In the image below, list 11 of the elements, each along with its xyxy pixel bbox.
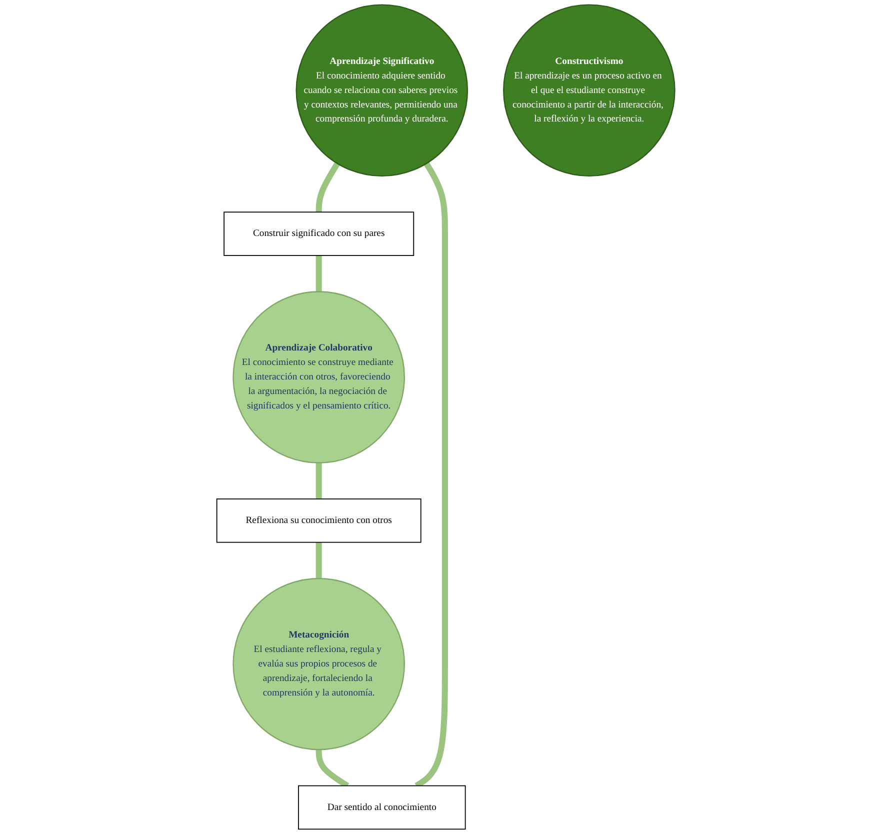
connector <box>316 462 322 499</box>
connector <box>316 542 322 578</box>
node-box: Construir significado con su pares <box>224 212 414 256</box>
node-box: Reflexiona su conocimiento con otros <box>216 498 422 543</box>
node-box: Dar sentido al conocimiento <box>298 785 466 830</box>
node-circle: Aprendizaje Colaborativo El conocimiento se construye mediante la interacción con otros, favoreciendo la argumentación, la negociación de significados y el pensamiento crítico. <box>232 291 406 464</box>
node-circle: Aprendizaje Significativo El conocimiento adquiere sentido cuando se relaciona con saberes previos y contextos relevantes, permitiendo una comprensión profunda y duradera. <box>296 4 468 177</box>
node-circle: Metacognición El estudiante reflexiona, regula y evalúa sus propios procesos de aprendizaje, fortaleciendo la comprensión y la autonomía. <box>232 578 406 750</box>
connector <box>316 256 322 292</box>
node-circle: Constructivismo El aprendizaje es un proceso activo en el que el estudiante construye conocimiento a partir de la interacción, la reflexión y la experiencia. <box>503 4 676 177</box>
connector <box>316 162 340 212</box>
